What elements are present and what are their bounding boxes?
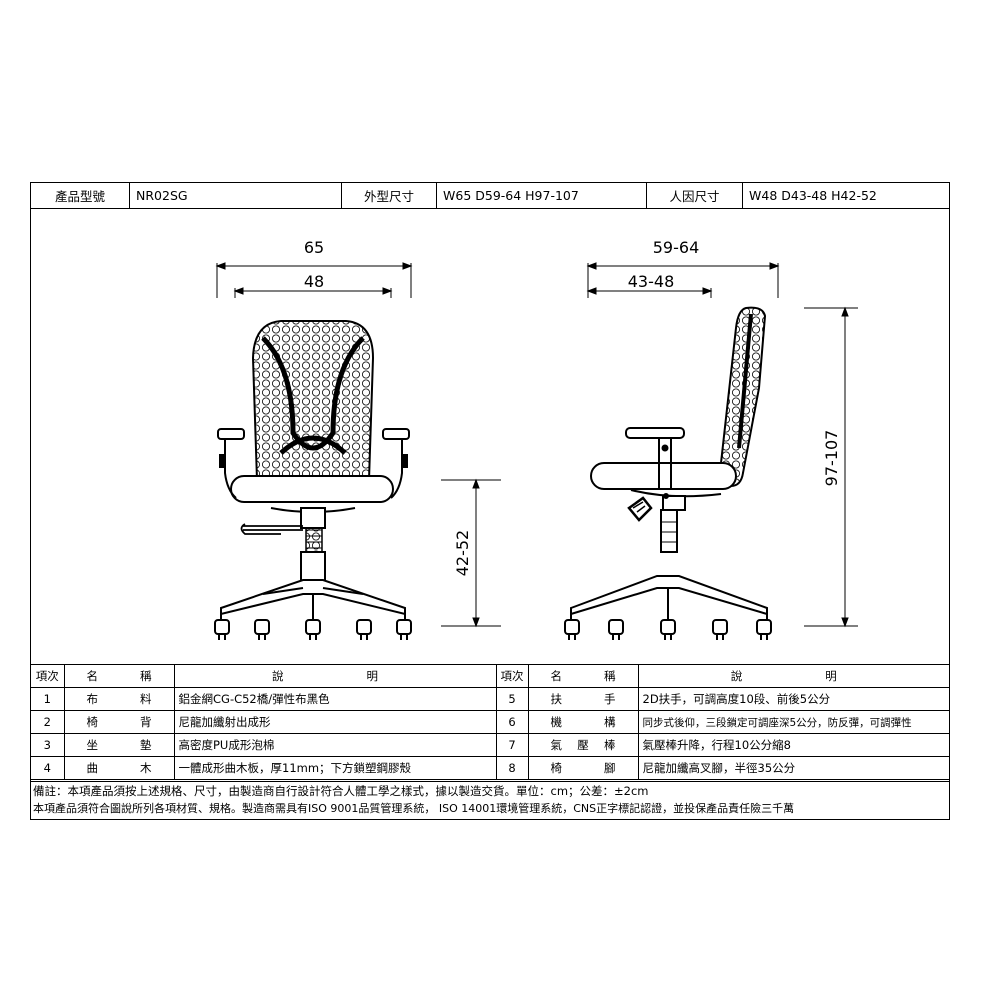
part-no: 4 (31, 756, 65, 780)
parts-table: 項次 名 稱 說 明 項次 名 稱 說 明 1 布料 鋁金網CG-C52橋/彈性… (31, 664, 949, 780)
parts-table-header-row: 項次 名 稱 說 明 項次 名 稱 說 明 (31, 664, 949, 688)
part-no: 5 (495, 687, 529, 711)
part-no: 2 (31, 710, 65, 734)
no-header-right: 項次 (495, 664, 529, 688)
chair-drawing: 65 48 (214, 238, 858, 640)
note-line-2: 本項產品須符合圖說所列各項材質、規格。製造商需具有ISO 9001品質管理系統，… (33, 802, 795, 815)
side-outer-depth-label: 59-64 (653, 238, 700, 257)
part-desc: 高密度PU成形泡棉 (173, 733, 497, 757)
part-desc: 2D扶手，可調高度10段、前後5公分 (637, 687, 949, 711)
part-no: 7 (495, 733, 529, 757)
part-name: 椅腳 (527, 756, 639, 780)
note-line-1: 備註：本項產品須按上述規格、尺寸，由製造商自行設計符合人體工學之樣式，據以製造交… (33, 784, 649, 798)
spec-header: 產品型號 NR02SG 外型尺寸 W65 D59-64 H97-107 人因尺寸… (31, 183, 949, 209)
desc-header-left: 說 明 (173, 664, 497, 688)
part-no: 1 (31, 687, 65, 711)
total-height-dimension (804, 306, 858, 628)
ergo-label: 人因尺寸 (647, 183, 743, 208)
size-value: W65 D59-64 H97-107 (437, 183, 647, 208)
name-header-left: 名 稱 (63, 664, 175, 688)
part-desc: 同步式後仰，三段鎖定可調座深5公分，防反彈，可調彈性 (637, 710, 949, 734)
part-name: 布料 (63, 687, 175, 711)
part-desc: 氣壓棒升降，行程10公分縮8 (637, 733, 949, 757)
side-seat-depth-label: 43-48 (628, 272, 675, 291)
part-name: 椅背 (63, 710, 175, 734)
part-name: 機構 (527, 710, 639, 734)
front-width-dimension (215, 262, 413, 298)
model-value: NR02SG (130, 183, 342, 208)
part-desc: 尼龍加纖高叉腳，半徑35公分 (637, 756, 949, 780)
spec-sheet: 產品型號 NR02SG 外型尺寸 W65 D59-64 H97-107 人因尺寸… (30, 182, 950, 820)
part-desc: 一體成形曲木板，厚11mm；下方鎖塑鋼膠殼 (173, 756, 497, 780)
table-row: 1 布料 鋁金網CG-C52橋/彈性布黑色 5 扶手 2D扶手，可調高度10段、… (31, 687, 949, 711)
chair-drawing-area: 65 48 (31, 208, 949, 664)
side-view-chair (564, 306, 772, 640)
part-no: 6 (495, 710, 529, 734)
desc-header-right: 說 明 (637, 664, 949, 688)
front-outer-width-label: 65 (304, 238, 324, 257)
model-label: 產品型號 (31, 183, 130, 208)
size-label: 外型尺寸 (342, 183, 437, 208)
part-desc: 尼龍加纖射出成形 (173, 710, 497, 734)
seat-height-dimension (441, 478, 501, 628)
part-name: 氣壓棒 (527, 733, 639, 757)
part-no: 3 (31, 733, 65, 757)
table-row: 2 椅背 尼龍加纖射出成形 6 機構 同步式後仰，三段鎖定可調座深5公分，防反彈… (31, 710, 949, 734)
no-header-left: 項次 (31, 664, 65, 688)
part-name: 坐墊 (63, 733, 175, 757)
name-header-right: 名 稱 (527, 664, 639, 688)
notes: 備註：本項產品須按上述規格、尺寸，由製造商自行設計符合人體工學之樣式，據以製造交… (31, 781, 949, 818)
part-name: 扶手 (527, 687, 639, 711)
part-desc: 鋁金網CG-C52橋/彈性布黑色 (173, 687, 497, 711)
seat-height-label: 42-52 (453, 530, 472, 577)
ergo-value: W48 D43-48 H42-52 (749, 188, 877, 203)
part-name: 曲木 (63, 756, 175, 780)
total-height-label: 97-107 (822, 430, 841, 487)
front-view-chair (214, 320, 412, 640)
front-seat-width-label: 48 (304, 272, 324, 291)
table-row: 3 坐墊 高密度PU成形泡棉 7 氣壓棒 氣壓棒升降，行程10公分縮8 (31, 733, 949, 757)
table-row: 4 曲木 一體成形曲木板，厚11mm；下方鎖塑鋼膠殼 8 椅腳 尼龍加纖高叉腳，… (31, 756, 949, 780)
part-no: 8 (495, 756, 529, 780)
side-depth-dimension (586, 262, 780, 298)
